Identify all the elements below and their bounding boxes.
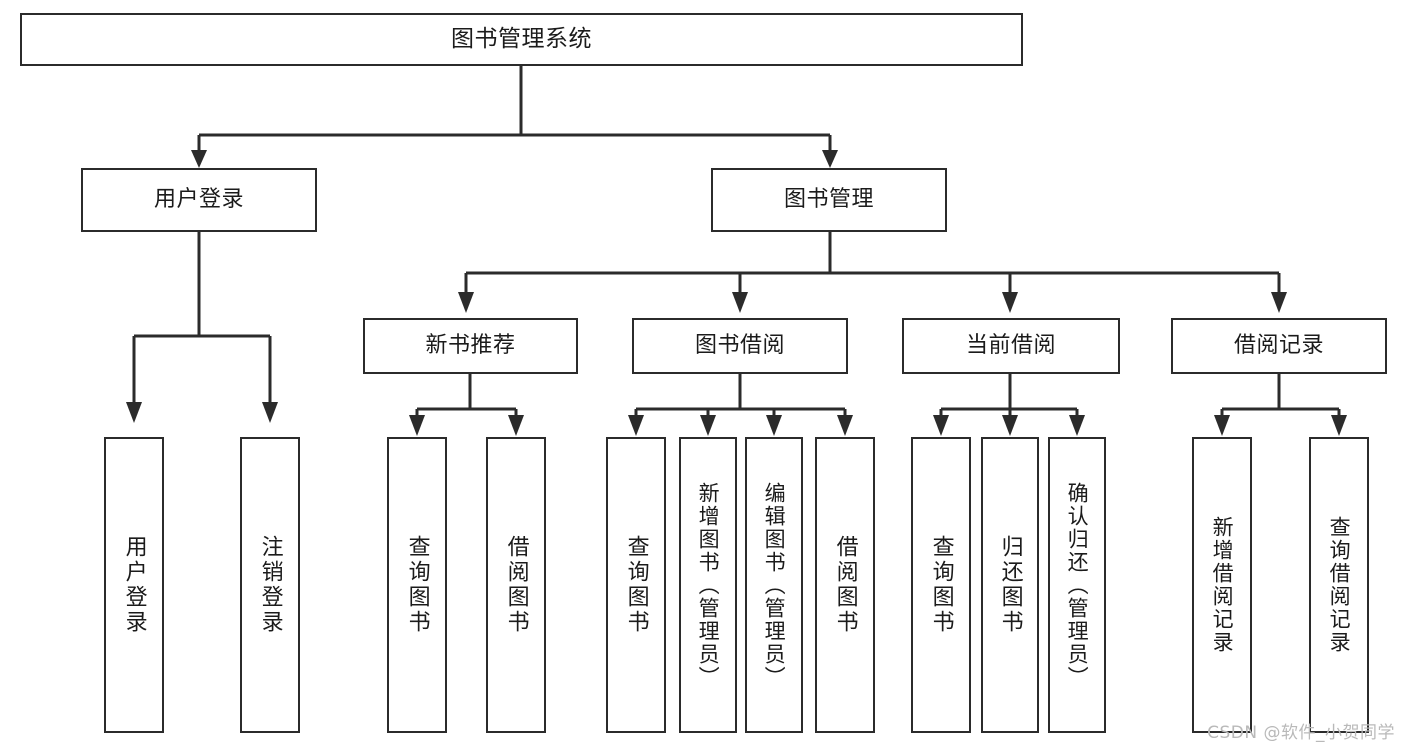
- leaf-current-return-books[interactable]: 归还图书: [981, 437, 1039, 733]
- node-label: 用户登录: [121, 535, 147, 635]
- node-label: 图书管理系统: [451, 25, 592, 52]
- leaf-record-query-borrow-record[interactable]: 查询借阅记录: [1309, 437, 1369, 733]
- node-label: 图书借阅: [694, 333, 785, 359]
- node-new-book-recommend[interactable]: 新书推荐: [363, 318, 578, 374]
- node-label: 借阅图书: [832, 535, 858, 635]
- node-label: 查询图书: [928, 535, 954, 635]
- node-label: 归还图书: [997, 535, 1023, 635]
- node-current-borrow[interactable]: 当前借阅: [902, 318, 1120, 374]
- node-label: 借阅记录: [1233, 333, 1324, 359]
- node-root-system[interactable]: 图书管理系统: [20, 13, 1023, 66]
- leaf-borrow-edit-book-admin[interactable]: 编辑图书（管理员）: [745, 437, 803, 733]
- node-label: 借阅图书: [503, 535, 529, 635]
- node-label: 编辑图书（管理员）: [762, 481, 787, 689]
- node-label: 查询借阅记录: [1327, 516, 1352, 654]
- leaf-borrow-query-books[interactable]: 查询图书: [606, 437, 666, 733]
- leaf-current-confirm-return-admin[interactable]: 确认归还（管理员）: [1048, 437, 1106, 733]
- node-label: 当前借阅: [965, 333, 1056, 359]
- node-user-login[interactable]: 用户登录: [81, 168, 317, 232]
- leaf-current-query-books[interactable]: 查询图书: [911, 437, 971, 733]
- node-label: 新书推荐: [425, 333, 516, 359]
- node-book-management[interactable]: 图书管理: [711, 168, 947, 232]
- node-label: 注销登录: [257, 535, 283, 635]
- node-label: 用户登录: [153, 187, 244, 213]
- leaf-borrow-add-book-admin[interactable]: 新增图书（管理员）: [679, 437, 737, 733]
- node-label: 查询图书: [404, 535, 430, 635]
- node-book-borrow[interactable]: 图书借阅: [632, 318, 848, 374]
- node-borrow-record[interactable]: 借阅记录: [1171, 318, 1387, 374]
- leaf-recommend-borrow-books[interactable]: 借阅图书: [486, 437, 546, 733]
- csdn-watermark: CSDN @软件_小贺同学: [1207, 723, 1395, 743]
- node-label: 图书管理: [783, 187, 874, 213]
- leaf-user-logout[interactable]: 注销登录: [240, 437, 300, 733]
- leaf-record-add-borrow-record[interactable]: 新增借阅记录: [1192, 437, 1252, 733]
- node-label: 查询图书: [623, 535, 649, 635]
- leaf-user-login[interactable]: 用户登录: [104, 437, 164, 733]
- node-label: 新增借阅记录: [1210, 516, 1235, 654]
- node-label: 新增图书（管理员）: [696, 481, 721, 689]
- leaf-borrow-borrow-books[interactable]: 借阅图书: [815, 437, 875, 733]
- node-label: 确认归还（管理员）: [1065, 481, 1090, 689]
- leaf-recommend-query-books[interactable]: 查询图书: [387, 437, 447, 733]
